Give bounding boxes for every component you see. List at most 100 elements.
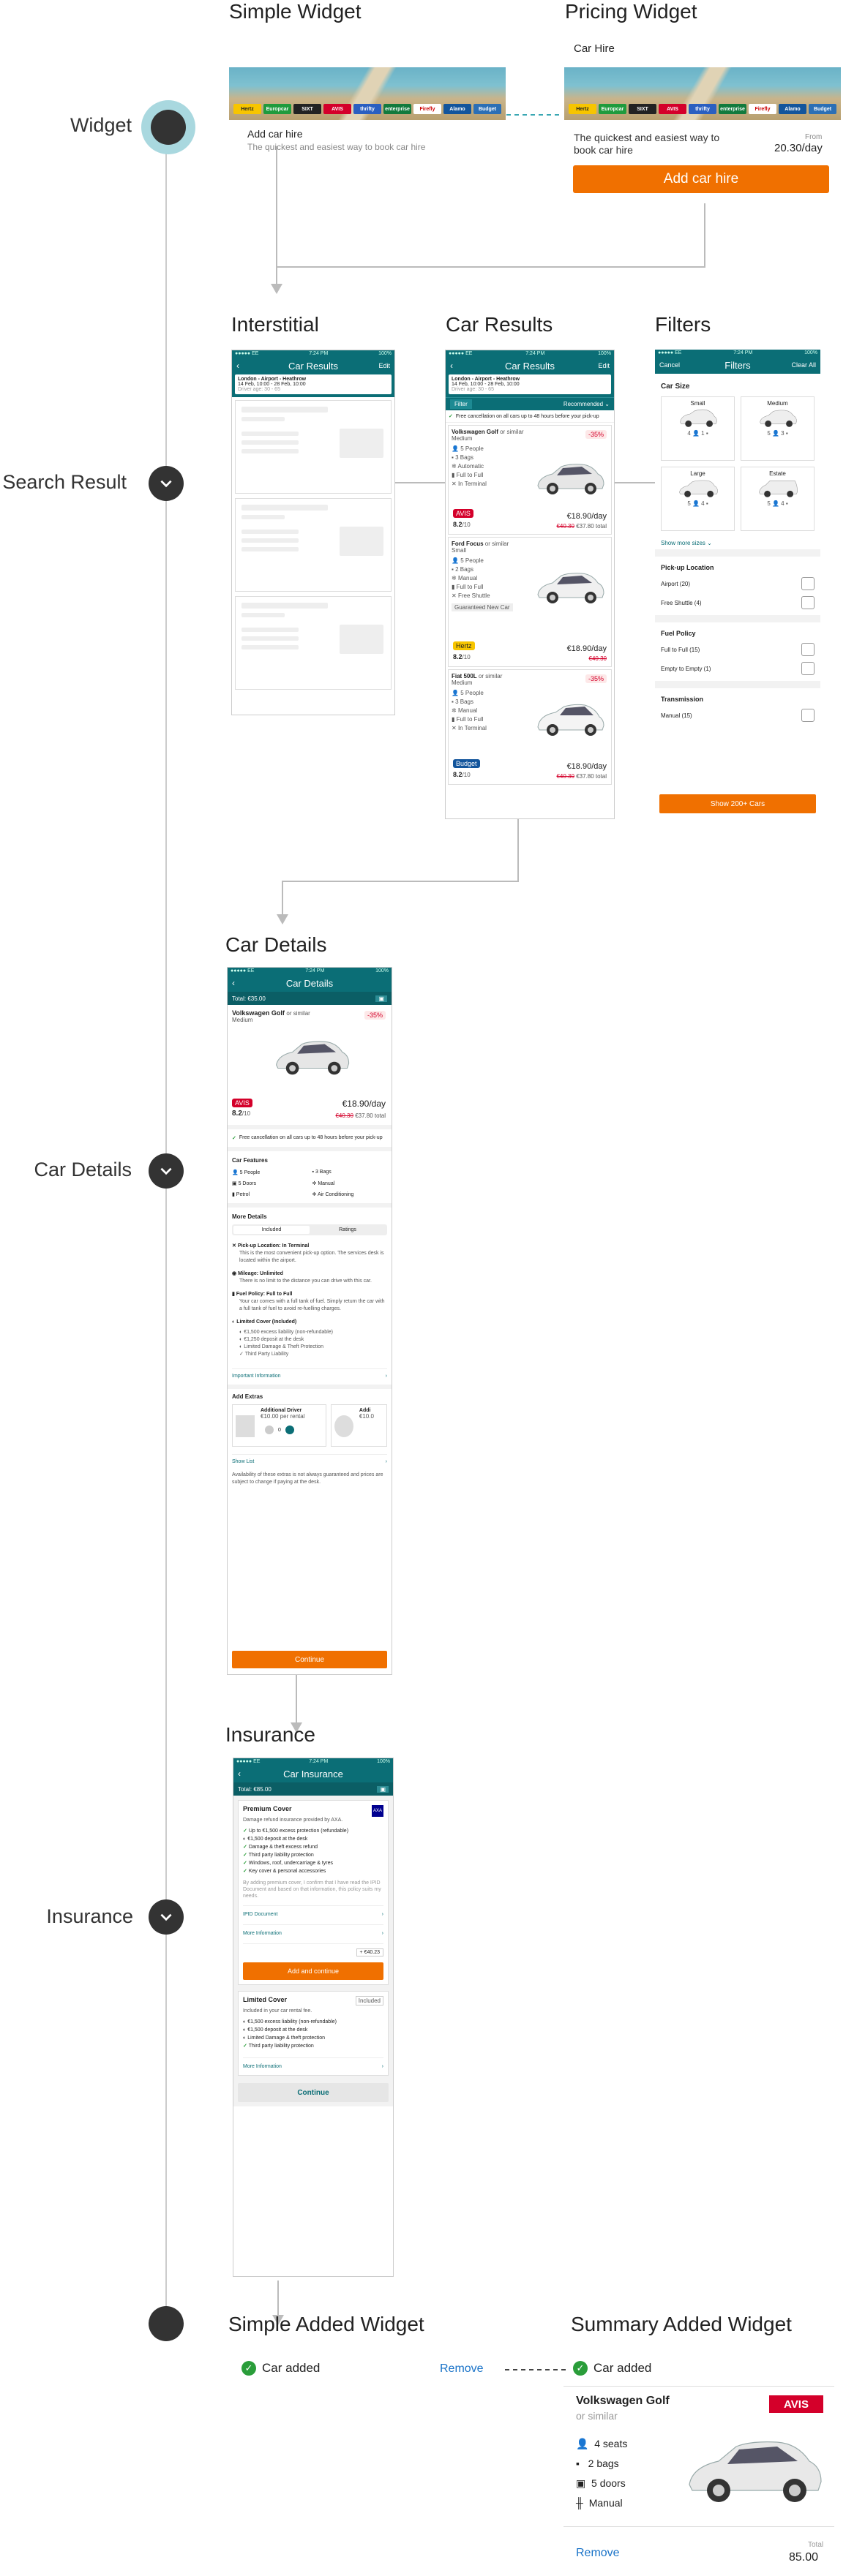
back-icon[interactable]: ‹ [236,361,239,371]
basket-icon[interactable]: ▣ [377,1785,389,1793]
title-summary-added-widget: Summary Added Widget [571,2313,792,2335]
car-result-card[interactable]: Ford Focus or similar Small 👤 5 People ▪… [448,537,612,667]
feature-people: 👤 5 People [452,557,484,564]
title-car-results: Car Results [446,313,553,336]
size-option-small[interactable]: Small 4 👤 1 ▪ [661,396,735,461]
chevron-right-icon: › [381,2064,383,2069]
add-car-hire-button[interactable]: Add car hire [573,165,829,193]
summary-car-name: Volkswagen Golf [576,2395,670,2407]
tab-included[interactable]: Included [233,1226,310,1234]
feature-location: ✕ In Terminal [452,725,487,731]
sort-dropdown[interactable]: Recommended ⌄ [563,401,610,407]
bag-icon: ▪ [576,2458,580,2469]
feature-bags: ▪ 2 Bags [452,566,473,573]
summary-car-image [689,2441,822,2502]
more-details-heading: More Details [232,1213,267,1220]
feature-bags: ▪ 3 Bags [452,454,473,461]
check-icon: ✓ [449,414,453,419]
decrement-button[interactable] [265,1426,274,1434]
chevron-down-icon [160,1913,172,1921]
brand-logo: SIXT [629,104,656,114]
check-circle-icon: ✓ [241,2361,256,2376]
summary-divider [563,2386,834,2387]
filter-option[interactable]: Airport (20) [661,577,815,590]
filter-option[interactable]: Empty to Empty (1) [661,662,815,675]
car-result-card[interactable]: Volkswagen Golf or similar Medium -35% 👤… [448,425,612,535]
section-label-widget: Widget [70,114,132,136]
filter-button[interactable]: Filter [450,399,472,409]
discount-badge: -35% [585,674,607,683]
summary-total: 85.00 [789,2551,819,2564]
detail-cover: ◐ Limited Cover (Included) [232,1319,297,1325]
show-more-sizes-link[interactable]: Show more sizes ⌄ [661,540,712,546]
summary-total-label: Total [808,2541,824,2549]
simple-widget-heading: Add car hire [247,128,303,140]
car-size-heading: Car Size [661,383,690,391]
filter-option[interactable]: Full to Full (15) [661,643,815,656]
show-list-link[interactable]: Show List› [232,1454,387,1464]
extra-card: Addi€10.0 [330,1404,387,1447]
car-details-node[interactable] [149,1153,184,1189]
extra-card: Additional Driver€10.00 per rental 0 [232,1404,326,1447]
brand-logo: thrifty [689,104,716,114]
feature-item: ▮ Petrol [232,1192,250,1197]
insurance-node[interactable] [149,1899,184,1935]
continue-button[interactable]: Continue [238,2083,389,2102]
title-insurance: Insurance [225,1723,315,1746]
search-result-node[interactable] [149,466,184,501]
size-option-medium[interactable]: Medium 5 👤 3 ▪ [741,396,815,461]
checkbox[interactable] [801,596,815,609]
feature-bags: ▪ 3 Bags [452,698,473,705]
more-info-link[interactable]: More Information› [243,1924,383,1937]
tab-ratings[interactable]: Ratings [339,1227,356,1232]
checkbox[interactable] [801,577,815,590]
discount-badge: -35% [585,430,607,439]
size-option-large[interactable]: Large 5 👤 4 ▪ [661,467,735,531]
important-info-link[interactable]: Important Information› [232,1368,387,1379]
remove-link[interactable]: Remove [440,2362,484,2375]
extra-icon [334,1415,353,1437]
price: €18.90/day [566,762,607,771]
total-bar: Total: €85.00▣ [233,1782,393,1796]
checkbox[interactable] [801,662,815,675]
brand-logo: AVIS [659,104,686,114]
show-cars-button[interactable]: Show 200+ Cars [659,794,816,813]
filter-option[interactable]: Free Shuttle (4) [661,596,815,609]
continue-button[interactable]: Continue [232,1651,387,1668]
ipid-link[interactable]: IPID Document› [243,1905,383,1918]
increment-button[interactable] [285,1426,294,1434]
cover-list: ◐ €1,500 excess liability (non-refundabl… [239,1330,333,1357]
brand-logo: Budget [809,104,836,114]
more-info-link[interactable]: More Information› [243,2057,383,2071]
cancel-link[interactable]: Cancel [659,361,681,369]
summary-car-similar: or similar [576,2410,618,2422]
summary-remove-link[interactable]: Remove [576,2547,620,2559]
edit-link[interactable]: Edit [378,362,390,369]
chevron-right-icon: › [381,1912,383,1917]
add-and-continue-button[interactable]: Add and continue [243,1962,383,1980]
checkbox[interactable] [801,643,815,656]
feature-seats: 👤 4 seats [576,2438,628,2449]
feature-location: ✕ In Terminal [452,481,487,487]
back-icon[interactable]: ‹ [450,361,453,371]
feature-transmission: ✲ Manual [452,575,478,581]
checkbox[interactable] [801,709,815,722]
total-bar: Total: €35.00▣ [228,992,392,1005]
free-cancel-banner: ✓Free cancellation on all cars up to 48 … [446,410,614,423]
brand-logo-strip: Hertz Europcar SIXT AVIS thrifty enterpr… [233,104,501,114]
back-icon[interactable]: ‹ [238,1769,241,1779]
filter-option[interactable]: Manual (15) [661,709,815,722]
timeline-line [165,124,167,2333]
edit-link[interactable]: Edit [598,362,610,369]
clear-all-link[interactable]: Clear All [791,361,816,369]
basket-icon[interactable]: ▣ [375,995,387,1002]
car-result-card[interactable]: Fiat 500L or similar Medium -35% 👤 5 Peo… [448,669,612,785]
details-tabs: Included Ratings [232,1224,387,1235]
title-interstitial: Interstitial [231,313,319,336]
size-option-estate[interactable]: Estate 5 👤 4 ▪ [741,467,815,531]
back-icon[interactable]: ‹ [232,978,235,988]
